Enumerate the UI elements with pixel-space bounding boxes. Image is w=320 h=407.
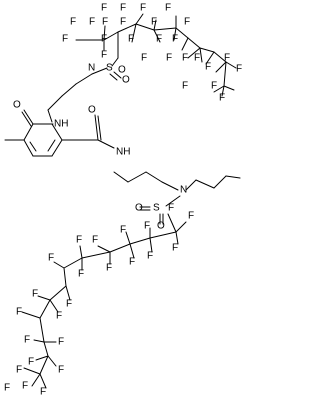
atom-o: O	[13, 100, 21, 111]
atom-f: F	[128, 34, 134, 45]
atom-f: F	[58, 337, 64, 348]
atom-f: F	[168, 203, 174, 214]
atom-f: F	[22, 381, 28, 392]
atom-f: F	[236, 64, 242, 75]
atom-f: F	[224, 53, 230, 64]
atom-f: F	[182, 81, 188, 92]
atom-f: F	[48, 253, 54, 264]
atom-f: F	[129, 257, 135, 268]
atom-f: F	[92, 235, 98, 246]
atom-f: F	[147, 251, 153, 262]
atom-f: F	[56, 311, 62, 322]
atom-nh: NH	[116, 147, 130, 158]
atom-f: F	[188, 211, 194, 222]
atom-f: F	[24, 335, 30, 346]
atom-f: F	[106, 263, 112, 274]
atom-f: F	[140, 3, 146, 14]
atom-f: F	[101, 50, 107, 61]
atom-f: F	[144, 221, 150, 232]
atom-o: O	[122, 75, 130, 86]
atom-f: F	[172, 34, 178, 45]
atom-f: F	[16, 365, 22, 376]
atom-f: F	[16, 307, 22, 318]
bonds	[4, 13, 241, 389]
atom-f: F	[66, 299, 72, 310]
atom-f: F	[70, 17, 76, 28]
atom-f: F	[205, 62, 211, 73]
atom-f: F	[184, 17, 190, 28]
atom-o: O	[118, 65, 126, 76]
atom-f: F	[120, 3, 126, 14]
atom-f: F	[211, 81, 217, 92]
atom-nh: NH	[54, 119, 68, 130]
atom-f: F	[141, 53, 147, 64]
atom-f: F	[89, 17, 95, 28]
atom-f: F	[40, 387, 46, 398]
atom-s: S	[106, 63, 113, 74]
chemical-structure-diagram: F F F F F F F F F F F F F F F F F F F F …	[4, 3, 242, 398]
atom-f: F	[172, 243, 178, 254]
atom-f: F	[101, 3, 107, 14]
atom-o: O	[157, 221, 165, 232]
atom-o: O	[135, 203, 143, 214]
atom-f: F	[182, 53, 188, 64]
atom-n: N	[180, 185, 187, 196]
atom-n: N	[88, 63, 95, 74]
atom-f: F	[120, 17, 126, 28]
atom-f: F	[156, 34, 162, 45]
atom-f: F	[32, 289, 38, 300]
atom-f: F	[78, 269, 84, 280]
atom-o: O	[88, 105, 96, 116]
atom-f: F	[194, 53, 200, 64]
atom-f: F	[76, 235, 82, 246]
atom-s: S	[153, 203, 160, 214]
atom-f: F	[151, 17, 157, 28]
atom-f: F	[120, 225, 126, 236]
atom-f: F	[165, 3, 171, 14]
atom-f: F	[4, 383, 10, 394]
atom-f: F	[102, 17, 108, 28]
atom-labels: F F F F F F F F F F F F F F F F F F F F …	[4, 3, 242, 398]
atom-f: F	[58, 365, 64, 376]
atom-f: F	[101, 34, 107, 45]
atom-f: F	[166, 53, 172, 64]
atom-f: F	[28, 357, 34, 368]
atom-f: F	[219, 93, 225, 104]
atom-f: F	[62, 34, 68, 45]
